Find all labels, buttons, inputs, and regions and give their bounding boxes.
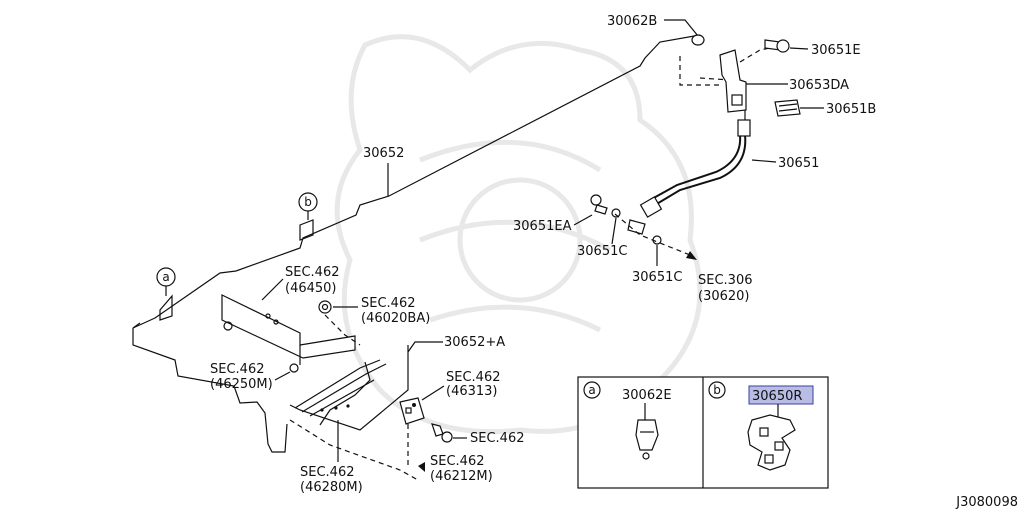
bracket-46313: SEC.462 (46313) xyxy=(399,370,501,425)
svg-text:SEC.462: SEC.462 xyxy=(210,362,265,377)
bolt-30651e: 30651E xyxy=(764,39,861,58)
svg-text:30651C: 30651C xyxy=(632,270,682,285)
svg-text:30062E: 30062E xyxy=(622,388,672,403)
nut-46020ba: SEC.462 (46020BA) xyxy=(318,296,430,346)
banjo-fitting xyxy=(627,219,646,235)
svg-text:30653DA: 30653DA xyxy=(789,78,849,93)
clip-46280m: SEC.462 (46280M) xyxy=(300,420,363,495)
svg-text:(46250M): (46250M) xyxy=(210,377,273,392)
svg-text:(46450): (46450) xyxy=(285,281,337,296)
watermark-emblem xyxy=(334,34,703,435)
transmission-plate-30652 xyxy=(132,34,701,453)
svg-text:SEC.462: SEC.462 xyxy=(470,431,525,446)
marker-b-plate: b xyxy=(298,192,318,220)
inset-a: a 30062E xyxy=(583,381,672,460)
svg-text:SEC.462: SEC.462 xyxy=(285,265,340,280)
clip-46250m: SEC.462 (46250M) xyxy=(210,362,299,392)
svg-text:(46313): (46313) xyxy=(446,384,498,399)
part-highlight xyxy=(748,385,814,405)
washer-30651c-a: 30651C xyxy=(577,208,627,259)
svg-text:30062B: 30062B xyxy=(607,14,657,29)
bolt-30651ea: 30651EA xyxy=(513,194,608,234)
svg-text:(30620): (30620) xyxy=(698,289,750,304)
label-30652: 30652 xyxy=(363,146,404,196)
svg-text:30652+A: 30652+A xyxy=(444,335,505,350)
svg-text:SEC.462: SEC.462 xyxy=(446,370,501,385)
inset-panel: a 30062E b 30650R xyxy=(577,376,829,489)
svg-text:a: a xyxy=(588,383,595,397)
leader-sec306: SEC.306 (30620) xyxy=(614,213,753,304)
svg-text:30652: 30652 xyxy=(363,146,404,161)
svg-text:b: b xyxy=(713,383,721,397)
bracket-30653da: 30653DA xyxy=(719,49,849,113)
bracket-46450: SEC.462 (46450) xyxy=(221,265,356,365)
svg-text:(46212M): (46212M) xyxy=(430,469,493,484)
svg-text:(46280M): (46280M) xyxy=(300,480,363,495)
harness-30652a: 30652+A xyxy=(289,335,505,431)
svg-text:30651E: 30651E xyxy=(811,43,861,58)
svg-text:30651C: 30651C xyxy=(577,244,627,259)
svg-text:30651B: 30651B xyxy=(826,102,876,117)
svg-text:a: a xyxy=(162,270,169,284)
clip-30062b: 30062B xyxy=(607,14,705,46)
washer-30651c-b: 30651C xyxy=(632,235,682,285)
svg-text:30651EA: 30651EA xyxy=(513,219,572,234)
svg-text:(46020BA): (46020BA) xyxy=(361,311,430,326)
marker-a-plate: a xyxy=(156,267,176,296)
svg-text:SEC.462: SEC.462 xyxy=(430,454,485,469)
clip-46212m: SEC.462 (46212M) xyxy=(289,419,493,484)
svg-text:30651: 30651 xyxy=(778,156,819,171)
svg-text:b: b xyxy=(304,195,312,209)
hose-30651: 30651 xyxy=(639,110,819,218)
bolt-sec462: SEC.462 xyxy=(431,423,525,446)
inset-b: b 30650R xyxy=(708,381,814,471)
diagram-id: J3080098 xyxy=(955,495,1018,510)
svg-text:SEC.462: SEC.462 xyxy=(361,296,416,311)
clip-30651b: 30651B xyxy=(774,99,876,117)
svg-text:SEC.306: SEC.306 xyxy=(698,273,753,288)
svg-text:SEC.462: SEC.462 xyxy=(300,465,355,480)
svg-text:30650R: 30650R xyxy=(752,389,802,404)
